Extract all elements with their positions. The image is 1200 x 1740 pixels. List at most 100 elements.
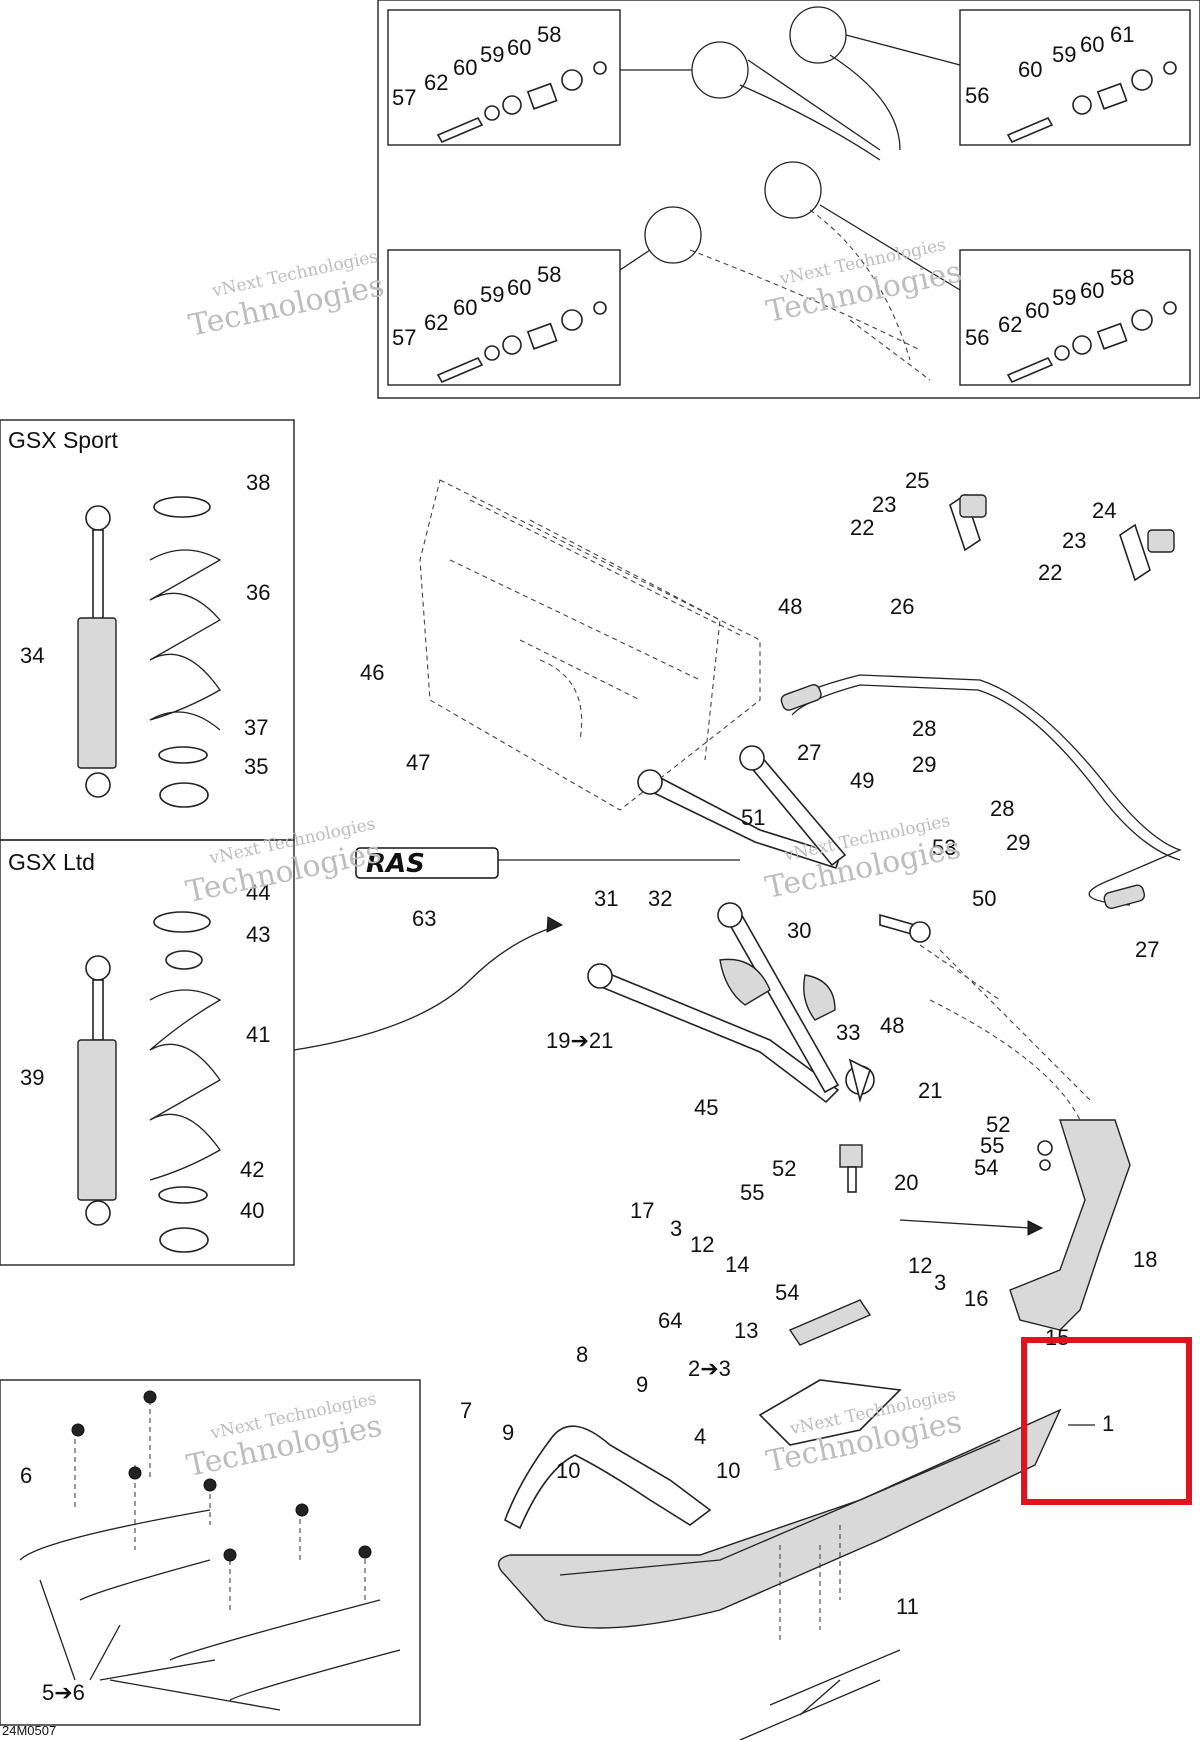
bushing-box-bottom-right <box>959 249 1191 386</box>
main-callouts: 25 23 22 24 23 22 48 26 46 47 27 28 29 4… <box>360 468 1159 1619</box>
callout-40: 40 <box>240 1198 264 1223</box>
callout-61: 61 <box>1110 22 1134 47</box>
callout-8: 8 <box>576 1342 588 1367</box>
pivot-circle <box>789 6 847 64</box>
callout-47: 47 <box>406 750 430 775</box>
callout-9: 9 <box>502 1420 514 1445</box>
bushing-hardware <box>1006 301 1177 384</box>
ski <box>497 1299 1062 1740</box>
callout-44: 44 <box>246 880 270 905</box>
shock-absorber <box>77 955 117 1226</box>
callout-37: 37 <box>244 715 268 740</box>
watermark: vNext Technologies Technologies <box>762 811 963 906</box>
pivot-circle <box>691 41 749 99</box>
callout-7: 7 <box>460 1398 472 1423</box>
callout-64: 64 <box>658 1308 682 1333</box>
callout-12: 12 <box>908 1253 932 1278</box>
gsx-ltd-frame <box>0 839 295 1266</box>
carbide-frame <box>0 1379 421 1726</box>
callout-39: 39 <box>20 1065 44 1090</box>
callout-18: 18 <box>1133 1247 1157 1272</box>
arrow-head <box>546 916 564 933</box>
callout-58: 58 <box>537 262 561 287</box>
top-outer-frame <box>377 0 1200 399</box>
callout-62: 62 <box>424 310 448 335</box>
callout-38: 38 <box>246 470 270 495</box>
callout-43: 43 <box>246 922 270 947</box>
callout-59: 59 <box>480 42 504 67</box>
callout-63: 63 <box>412 906 436 931</box>
callout-4: 4 <box>694 1424 706 1449</box>
callout-23: 23 <box>872 492 896 517</box>
shock-mount-bracket <box>949 493 1175 582</box>
watermark: vNext Technologies Technologies <box>183 814 384 910</box>
callout-19-to-21: 19➔21 <box>546 1028 613 1053</box>
callout-30: 30 <box>787 918 811 943</box>
callout-60: 60 <box>453 295 477 320</box>
callout-42: 42 <box>240 1157 264 1182</box>
callout-55: 55 <box>980 1133 1004 1158</box>
callout-36: 36 <box>246 580 270 605</box>
callout-60: 60 <box>1025 298 1049 323</box>
callout-10: 10 <box>556 1458 580 1483</box>
callout-58: 58 <box>537 22 561 47</box>
diagram-code: 24M0507 <box>2 1723 56 1738</box>
upper-a-arm <box>637 745 847 870</box>
watermark: vNext Technologies Technologies <box>763 235 964 330</box>
callout-60: 60 <box>453 55 477 80</box>
callout-2-to-3: 2➔3 <box>688 1356 731 1381</box>
gsx-ltd-panel: GSX Ltd 44 43 41 39 42 40 <box>0 839 564 1266</box>
callout-21: 21 <box>918 1078 942 1103</box>
bushing-hardware <box>1006 61 1177 144</box>
shock-absorber <box>77 505 117 798</box>
bushing-box-top-left <box>387 9 621 146</box>
callout-54: 54 <box>775 1280 799 1305</box>
callout-58: 58 <box>1110 265 1134 290</box>
callout-59: 59 <box>1052 285 1076 310</box>
coil-spring <box>149 911 222 1253</box>
callout-57: 57 <box>392 325 416 350</box>
callout-27: 27 <box>797 740 821 765</box>
callout-9: 9 <box>636 1372 648 1397</box>
callout-59: 59 <box>1052 42 1076 67</box>
callout-56: 56 <box>965 325 989 350</box>
carbide-inset: 6 5➔6 <box>0 1379 421 1726</box>
highlight-box-part-1[interactable] <box>1021 1337 1192 1505</box>
section-title-gsx-sport: GSX Sport <box>8 427 119 453</box>
ras-logo: RAS <box>355 847 740 879</box>
callout-24: 24 <box>1092 498 1116 523</box>
callout-48: 48 <box>880 1013 904 1038</box>
bushing-hardware <box>436 61 607 144</box>
spindle <box>899 999 1131 1331</box>
callout-5-to-6: 5➔6 <box>42 1680 85 1705</box>
callout-53: 53 <box>932 835 956 860</box>
callout-59: 59 <box>480 282 504 307</box>
callout-6: 6 <box>20 1463 32 1488</box>
bushing-box-top-right <box>959 9 1191 146</box>
top-bushing-assembly: 57 62 60 59 60 58 56 60 59 60 61 57 62 6… <box>377 0 1200 399</box>
leader-curve <box>293 924 561 1051</box>
callout-60: 60 <box>1080 278 1104 303</box>
upper-arm-sketch <box>739 54 901 161</box>
callout-27: 27 <box>1135 937 1159 962</box>
callout-60: 60 <box>1080 32 1104 57</box>
callout-57: 57 <box>392 85 416 110</box>
callout-62: 62 <box>998 312 1022 337</box>
callout-28: 28 <box>990 796 1014 821</box>
lower-a-arm <box>587 902 840 1104</box>
pivot-circle <box>644 206 702 264</box>
ball-joint <box>839 1058 875 1193</box>
callout-54: 54 <box>974 1155 998 1180</box>
callout-56: 56 <box>965 83 989 108</box>
callout-23: 23 <box>1062 528 1086 553</box>
callout-28: 28 <box>912 716 936 741</box>
callout-1: 1 <box>1102 1411 1114 1436</box>
callout-51: 51 <box>741 805 765 830</box>
callout-31: 31 <box>594 886 618 911</box>
ras-logo-text: RAS <box>366 849 425 879</box>
watermark: vNext Technologies Technologies <box>186 247 387 344</box>
callout-35: 35 <box>244 754 268 779</box>
callout-26: 26 <box>890 594 914 619</box>
callout-49: 49 <box>850 768 874 793</box>
